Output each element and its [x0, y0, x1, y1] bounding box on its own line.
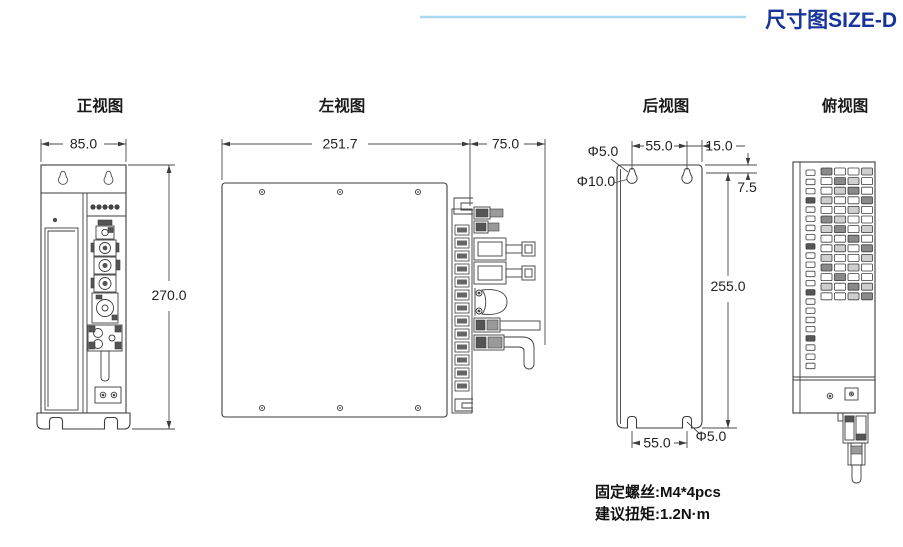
bent-cable	[503, 336, 535, 370]
rear-view: Φ5.0 Φ10.0 55.0 15.0 7.5 255.0	[577, 138, 757, 451]
front-dimensions: 85.0 270.0	[40, 136, 187, 430]
mounting-keyhole	[58, 170, 68, 185]
terminal-strip-cells	[454, 224, 470, 392]
dim-rear-edge-offset: 15.0	[705, 138, 732, 154]
dim-rear-height: 255.0	[710, 278, 745, 294]
dim-rear-top-offset: 7.5	[737, 179, 757, 195]
left-view-title: 左视图	[318, 96, 366, 115]
front-connector-stack	[87, 219, 123, 382]
front-bottom-panel	[94, 386, 122, 404]
dim-left-depth: 251.7	[322, 136, 357, 152]
left-panel-screws	[258, 188, 422, 412]
dim-rear-slot-dia: Φ5.0	[696, 428, 727, 444]
wire-clamp	[481, 289, 508, 315]
rear-dimensions: Φ5.0 Φ10.0 55.0 15.0 7.5 255.0	[577, 138, 757, 451]
page-title: 尺寸图SIZE-D	[765, 8, 897, 32]
din-clip-bottom	[454, 398, 473, 412]
dim-rear-hole-spacing: 55.0	[645, 138, 672, 154]
din-clip-top	[453, 197, 473, 215]
dim-front-width: 85.0	[70, 136, 97, 152]
terminal-strip	[451, 208, 473, 414]
top-view	[792, 161, 876, 484]
mounting-keyhole	[103, 170, 114, 185]
side-connectors	[473, 206, 541, 370]
note-torque: 建议扭矩:1.2N·m	[595, 505, 710, 523]
front-view-title: 正视图	[77, 96, 124, 115]
left-dimensions: 251.7 75.0	[221, 136, 546, 345]
dim-front-height: 270.0	[151, 287, 186, 303]
status-led-row	[90, 204, 120, 210]
rear-view-title: 后视图	[643, 96, 690, 115]
mounting-keyhole	[626, 167, 638, 184]
front-view: 85.0 270.0	[36, 136, 187, 430]
mounting-keyhole	[681, 167, 693, 184]
dim-left-connector-depth: 75.0	[492, 136, 519, 152]
front-door-panel	[44, 227, 79, 411]
dim-keyhole-large: Φ10.0	[577, 173, 616, 189]
left-view: 251.7 75.0	[221, 136, 546, 418]
vent-grid	[820, 167, 873, 301]
top-view-title: 俯视图	[822, 96, 869, 115]
dim-rear-slot-spacing: 55.0	[643, 435, 670, 451]
vent-slot-column	[805, 169, 816, 370]
mounting-notes: 固定螺丝:M4*4pcs 建议扭矩:1.2N·m	[595, 483, 721, 523]
note-screws: 固定螺丝:M4*4pcs	[595, 483, 721, 501]
dim-keyhole-small: Φ5.0	[588, 143, 619, 159]
page-header: 尺寸图SIZE-D	[420, 8, 897, 32]
top-view-connector	[837, 412, 869, 484]
